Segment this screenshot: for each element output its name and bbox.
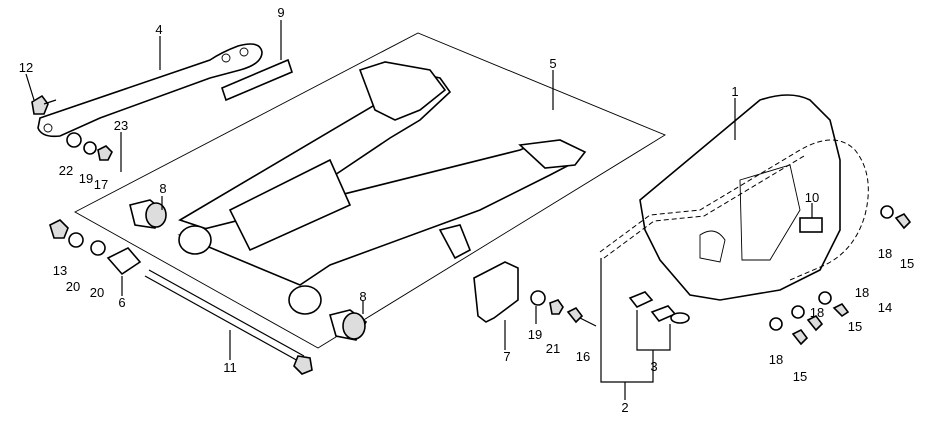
swingarm-group-outline — [74, 32, 666, 349]
bolt-14 — [832, 302, 850, 318]
callout-10: 10 — [805, 190, 819, 205]
callout-18-b: 18 — [855, 285, 869, 300]
leader-lines — [25, 20, 813, 400]
nut-21 — [549, 299, 564, 315]
washer-19b — [530, 290, 546, 306]
callout-20-a: 20 — [66, 279, 80, 294]
bolt-16 — [566, 306, 597, 327]
washer-18a — [880, 205, 894, 219]
sticker-9 — [221, 58, 293, 102]
washer-18b — [818, 291, 832, 305]
callout-2: 2 — [621, 400, 628, 415]
bolt-15b — [806, 314, 824, 332]
callout-8-upper: 8 — [159, 181, 166, 196]
callout-15-bottom: 15 — [793, 369, 807, 384]
callout-18-c: 18 — [810, 305, 824, 320]
callout-15-top: 15 — [900, 256, 914, 271]
bushing-8b — [329, 309, 368, 341]
callout-20-b: 20 — [90, 285, 104, 300]
washer-20b — [90, 240, 106, 256]
callout-6: 6 — [118, 295, 125, 310]
callout-8-lower: 8 — [359, 289, 366, 304]
callout-labels: 1 2 3 4 5 6 7 8 8 9 10 11 12 13 14 15 15… — [19, 5, 914, 415]
master-link — [628, 291, 690, 324]
callout-15-mid: 15 — [848, 319, 862, 334]
callout-18-d: 18 — [769, 352, 783, 367]
callout-7: 7 — [503, 349, 510, 364]
callout-16: 16 — [576, 349, 590, 364]
bolt-15a — [894, 212, 912, 230]
callout-3: 3 — [650, 359, 657, 374]
callout-19-left: 19 — [79, 171, 93, 186]
bushing-8a — [129, 199, 167, 229]
chain-case — [639, 94, 841, 301]
callout-9: 9 — [277, 5, 284, 20]
callout-22: 22 — [59, 163, 73, 178]
bolt-12 — [31, 94, 57, 115]
pivot-shaft-11 — [144, 269, 313, 375]
bracket-7 — [473, 261, 519, 323]
drive-chain — [599, 139, 869, 281]
callout-18-a: 18 — [878, 246, 892, 261]
callout-23: 23 — [114, 118, 128, 133]
callout-14: 14 — [878, 300, 892, 315]
callout-1: 1 — [731, 84, 738, 99]
torque-rod — [37, 43, 263, 138]
washer-19a — [83, 141, 97, 155]
washer-20a — [68, 232, 84, 248]
callout-4: 4 — [155, 22, 162, 37]
callout-19-right: 19 — [528, 327, 542, 342]
swingarm — [177, 61, 587, 315]
nut-13 — [49, 219, 69, 239]
callout-17: 17 — [94, 177, 108, 192]
callout-5: 5 — [549, 56, 556, 71]
callout-11: 11 — [223, 360, 237, 375]
callout-13: 13 — [53, 263, 67, 278]
callout-12: 12 — [19, 60, 33, 75]
washer-22 — [66, 132, 82, 148]
washer-18d — [769, 317, 783, 331]
nut-17 — [97, 145, 113, 161]
collar-6 — [106, 247, 142, 276]
label-10 — [799, 217, 823, 233]
washer-18c — [791, 305, 805, 319]
callout-21: 21 — [546, 341, 560, 356]
bolt-15c — [791, 328, 809, 346]
